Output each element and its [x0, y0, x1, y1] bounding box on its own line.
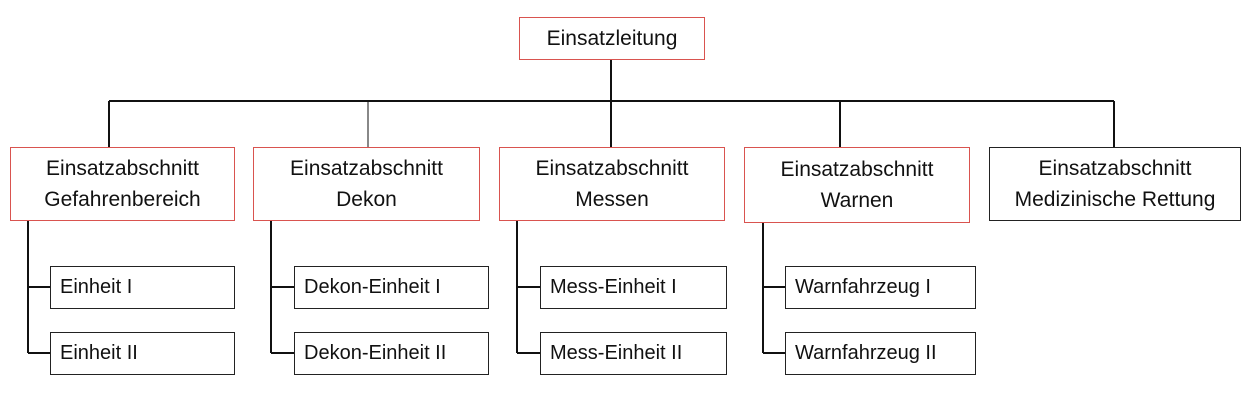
unit-box: Mess-Einheit II	[540, 332, 727, 375]
root-node: Einsatzleitung	[519, 17, 705, 60]
root-label: Einsatzleitung	[546, 26, 678, 50]
section-title-line1: Einsatzabschnitt	[780, 158, 934, 181]
unit-box: Warnfahrzeug I	[785, 266, 976, 309]
section-title-line2: Warnen	[820, 189, 894, 212]
section-medizinische-rettung: Einsatzabschnitt Medizinische Rettung	[989, 147, 1241, 221]
unit-label: Dekon-Einheit I	[304, 276, 441, 298]
section-warnen: Einsatzabschnitt Warnen	[744, 147, 970, 223]
unit-box: Dekon-Einheit I	[294, 266, 489, 309]
section-gefahrenbereich: Einsatzabschnitt Gefahrenbereich	[10, 147, 235, 221]
unit-box: Warnfahrzeug II	[785, 332, 976, 375]
unit-box: Dekon-Einheit II	[294, 332, 489, 375]
unit-box: Mess-Einheit I	[540, 266, 727, 309]
unit-label: Einheit I	[60, 276, 133, 298]
unit-label: Mess-Einheit I	[550, 276, 677, 298]
unit-box: Einheit I	[50, 266, 235, 309]
section-title-line1: Einsatzabschnitt	[535, 157, 689, 180]
section-messen: Einsatzabschnitt Messen	[499, 147, 725, 221]
unit-box: Einheit II	[50, 332, 235, 375]
section-dekon: Einsatzabschnitt Dekon	[253, 147, 480, 221]
section-title-line1: Einsatzabschnitt	[290, 157, 443, 180]
unit-label: Warnfahrzeug I	[795, 276, 931, 298]
section-title-line2: Gefahrenbereich	[44, 188, 201, 211]
section-title-line2: Messen	[575, 188, 649, 211]
unit-label: Warnfahrzeug II	[795, 342, 937, 364]
section-title-line2: Dekon	[336, 188, 397, 211]
section-title-line2: Medizinische Rettung	[1014, 188, 1216, 211]
unit-label: Mess-Einheit II	[550, 342, 683, 364]
unit-label: Einheit II	[60, 342, 138, 364]
unit-label: Dekon-Einheit II	[304, 342, 447, 364]
section-title-line1: Einsatzabschnitt	[1038, 157, 1192, 180]
section-title-line1: Einsatzabschnitt	[46, 157, 199, 180]
